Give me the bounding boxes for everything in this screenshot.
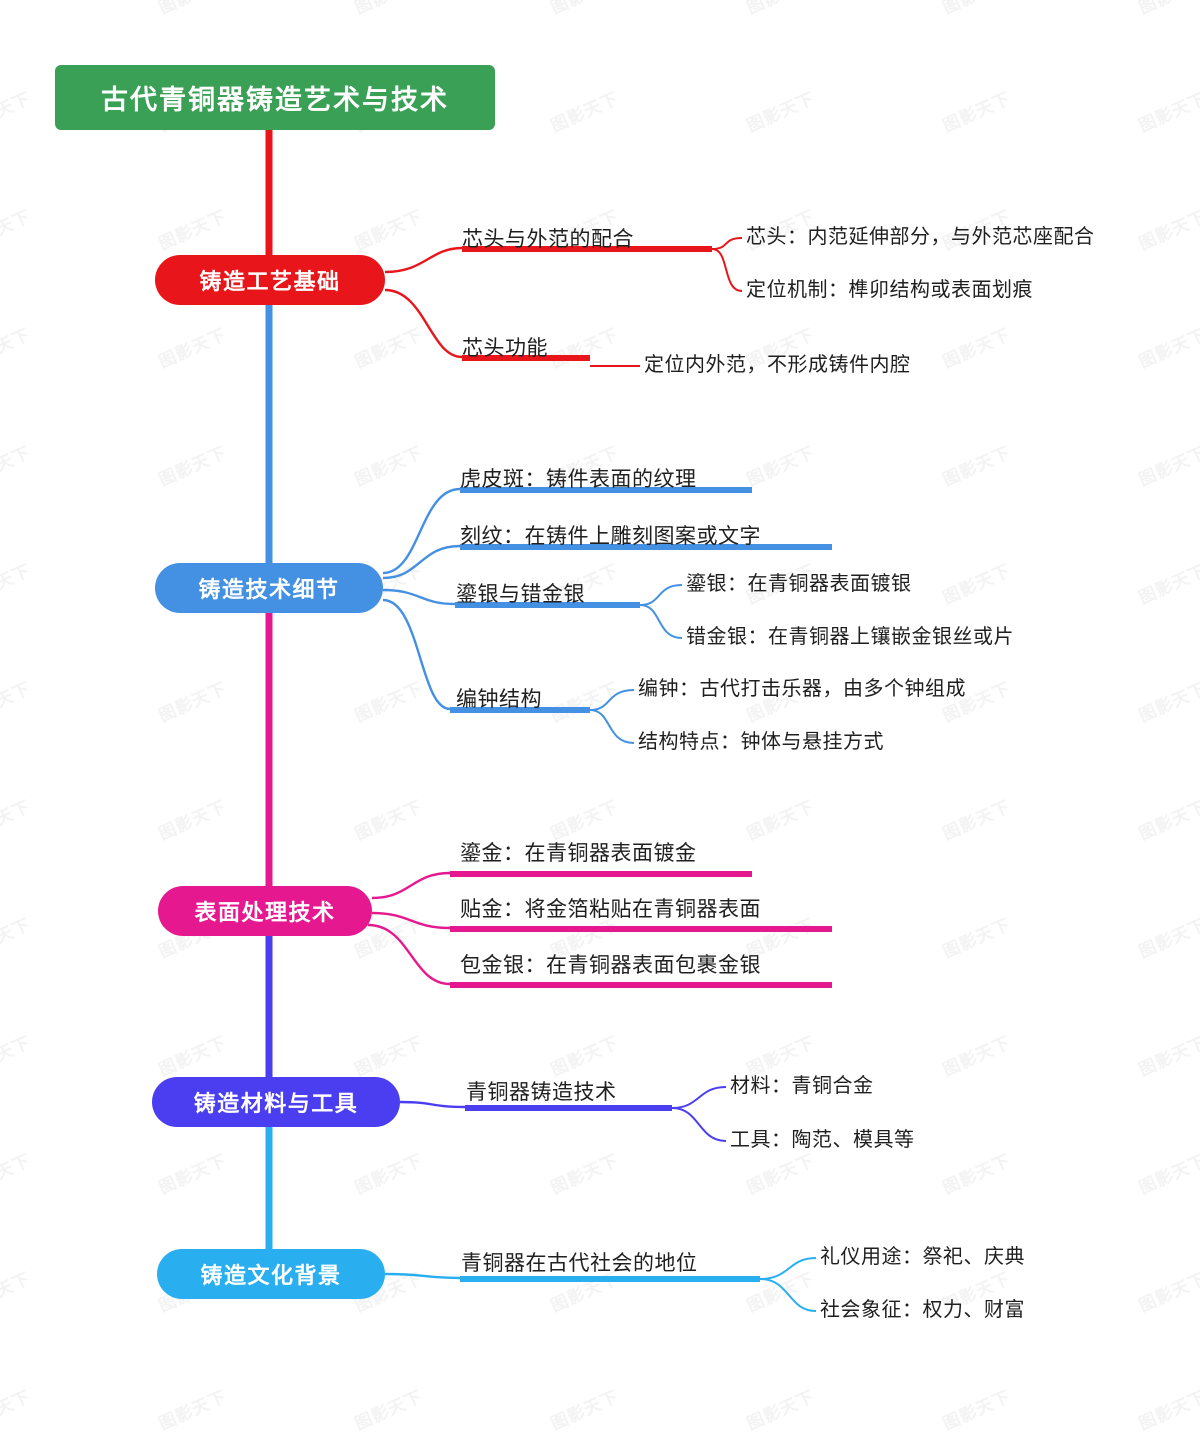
- topic-label[interactable]: 材料：青铜合金: [730, 1075, 874, 1097]
- branch-node-cultural-background[interactable]: 铸造文化背景: [157, 1249, 385, 1299]
- topic-label[interactable]: 青铜器铸造技术: [466, 1081, 617, 1104]
- topic-label[interactable]: 结构特点：钟体与悬挂方式: [638, 731, 884, 753]
- topic-label[interactable]: 鎏银：在青铜器表面镀银: [686, 573, 912, 595]
- root-node[interactable]: 古代青铜器铸造艺术与技术: [55, 65, 495, 130]
- topic-label[interactable]: 错金银：在青铜器上镶嵌金银丝或片: [686, 626, 1014, 648]
- topic-label[interactable]: 芯头功能: [462, 337, 548, 360]
- topic-label[interactable]: 社会象征：权力、财富: [820, 1299, 1025, 1321]
- topic-label[interactable]: 编钟结构: [456, 688, 542, 711]
- topic-label[interactable]: 贴金：将金箔粘贴在青铜器表面: [460, 898, 761, 921]
- branch-node-materials-tools[interactable]: 铸造材料与工具: [152, 1077, 400, 1127]
- branch-node-casting-techniques[interactable]: 铸造技术细节: [155, 563, 383, 613]
- branch-node-casting-basics[interactable]: 铸造工艺基础: [155, 255, 385, 305]
- topic-label[interactable]: 虎皮斑：铸件表面的纹理: [460, 468, 697, 491]
- topic-label[interactable]: 礼仪用途：祭祀、庆典: [820, 1246, 1025, 1268]
- branch-node-surface-treatment[interactable]: 表面处理技术: [158, 886, 372, 936]
- topic-label[interactable]: 包金银：在青铜器表面包裹金银: [460, 954, 761, 977]
- topic-label[interactable]: 工具：陶范、模具等: [730, 1129, 915, 1151]
- topic-label[interactable]: 定位内外范，不形成铸件内腔: [644, 354, 911, 376]
- topic-label[interactable]: 定位机制：榫卯结构或表面划痕: [746, 279, 1033, 301]
- topic-label[interactable]: 芯头：内范延伸部分，与外范芯座配合: [746, 226, 1095, 248]
- topic-label[interactable]: 鎏金：在青铜器表面镀金: [460, 842, 697, 865]
- topic-label[interactable]: 刻纹：在铸件上雕刻图案或文字: [460, 525, 761, 548]
- topic-label[interactable]: 编钟：古代打击乐器，由多个钟组成: [638, 678, 966, 700]
- topic-label[interactable]: 鎏银与错金银: [456, 583, 585, 606]
- topic-label[interactable]: 芯头与外范的配合: [462, 228, 634, 251]
- topic-label[interactable]: 青铜器在古代社会的地位: [461, 1252, 698, 1275]
